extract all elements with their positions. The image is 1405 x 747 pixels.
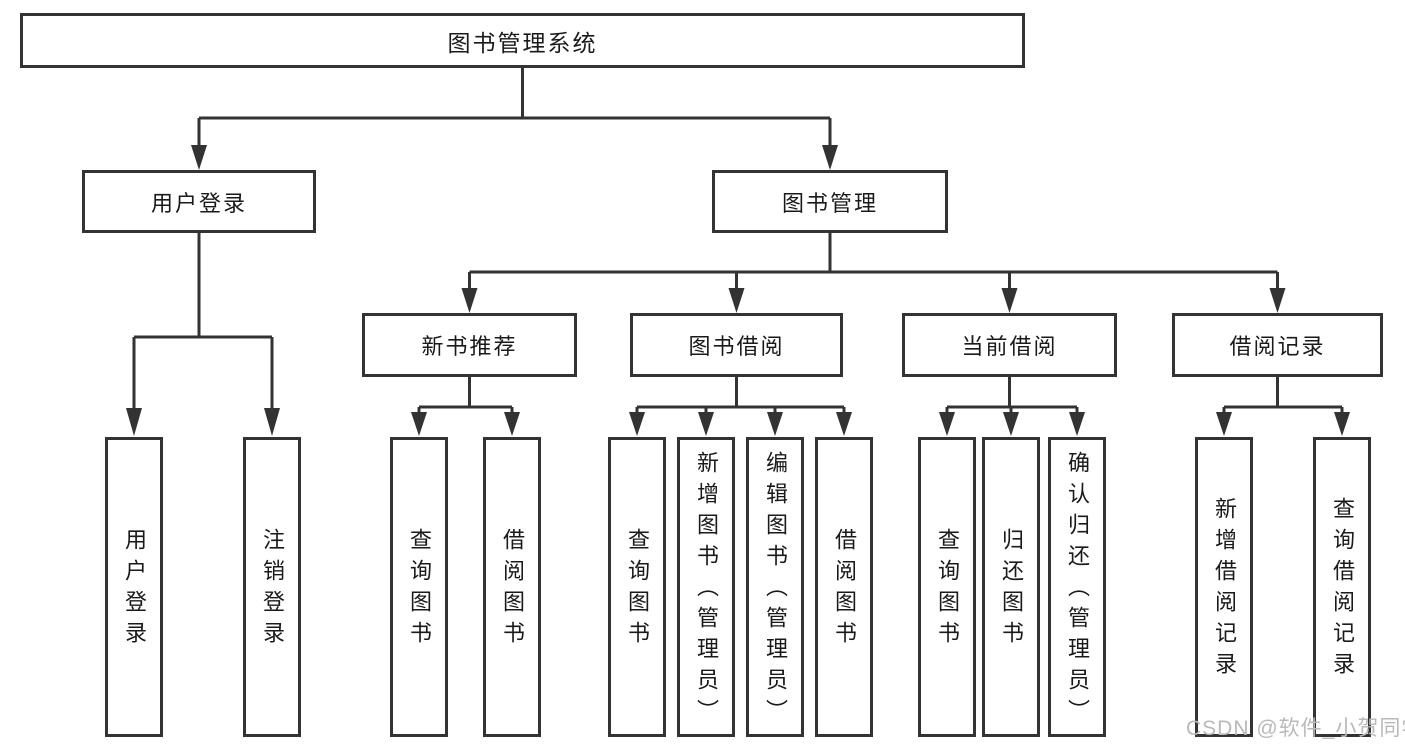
arrowheads	[126, 145, 1350, 436]
node-library-system: 图书管理系统	[20, 13, 1025, 68]
leaf-query-books-recommend: 查询图书	[390, 437, 448, 737]
leaf-add-books-admin: 新增图书（管理员）	[677, 437, 735, 737]
leaf-add-borrow-record: 新增借阅记录	[1195, 437, 1253, 737]
leaf-borrow-books-recommend: 借阅图书	[483, 437, 541, 737]
arrow-down-icon	[1269, 288, 1286, 313]
arrow-down-icon	[767, 412, 783, 436]
leaf-edit-books-admin: 编辑图书（管理员）	[746, 437, 804, 737]
node-book-borrow: 图书借阅	[630, 313, 843, 377]
leaf-query-books-borrow: 查询图书	[608, 437, 666, 737]
arrow-down-icon	[836, 412, 852, 436]
arrow-down-icon	[1001, 288, 1018, 313]
node-book-management: 图书管理	[712, 170, 948, 233]
arrow-down-icon	[728, 288, 745, 313]
leaf-logout: 注销登录	[243, 437, 301, 737]
arrow-down-icon	[191, 145, 207, 170]
arrow-down-icon	[698, 412, 714, 436]
csdn-watermark: CSDN @软件_小贺同学	[1186, 717, 1405, 740]
leaf-query-books-current: 查询图书	[918, 437, 976, 737]
arrow-down-icon	[629, 412, 645, 436]
arrow-down-icon	[1003, 412, 1019, 436]
node-borrow-records: 借阅记录	[1172, 313, 1383, 377]
leaf-return-books: 归还图书	[982, 437, 1040, 737]
arrow-down-icon	[504, 412, 520, 436]
arrow-down-icon	[1069, 412, 1085, 436]
arrow-down-icon	[461, 288, 478, 313]
arrow-down-icon	[822, 145, 838, 170]
arrow-down-icon	[264, 408, 280, 436]
arrow-down-icon	[939, 412, 955, 436]
arrow-down-icon	[411, 412, 427, 436]
arrow-down-icon	[1334, 412, 1350, 436]
arrow-down-icon	[1216, 412, 1232, 436]
leaf-user-login: 用户登录	[105, 437, 163, 737]
arrow-down-icon	[126, 408, 142, 436]
leaf-query-borrow-record: 查询借阅记录	[1313, 437, 1371, 737]
node-user-login: 用户登录	[82, 170, 316, 233]
leaf-borrow-books: 借阅图书	[815, 437, 873, 737]
node-new-book-recommend: 新书推荐	[362, 313, 577, 377]
node-current-borrow: 当前借阅	[902, 313, 1117, 377]
leaf-confirm-return-admin: 确认归还（管理员）	[1048, 437, 1106, 737]
